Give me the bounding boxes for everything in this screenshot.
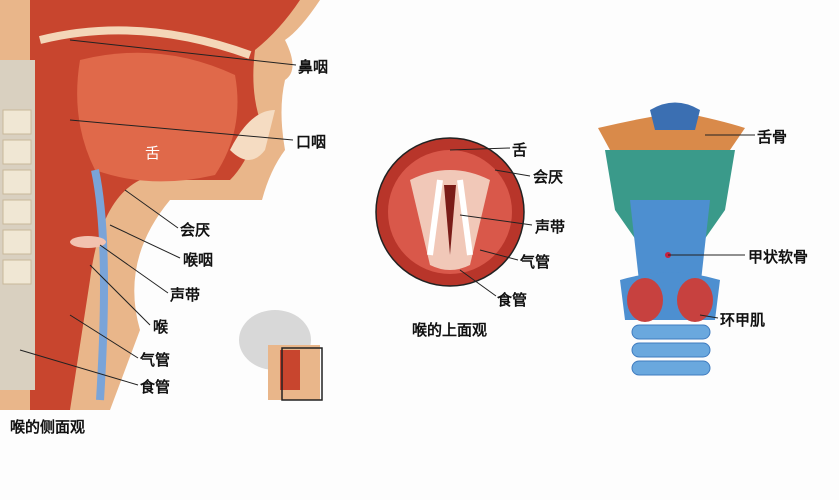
label-esophagus: 食管 xyxy=(140,378,171,396)
label-thyroid-cartilage: 甲状软骨 xyxy=(748,248,809,266)
top-label-tongue: 舌 xyxy=(512,141,528,159)
label-nasopharynx: 鼻咽 xyxy=(298,58,329,76)
side-view-caption: 喉的侧面观 xyxy=(10,418,86,436)
label-trachea: 气管 xyxy=(140,351,171,369)
front-view-illustration xyxy=(598,102,755,376)
label-epiglottis: 会厌 xyxy=(180,221,211,239)
label-cricothyroid: 环甲肌 xyxy=(720,311,766,329)
label-vocal-cords: 声带 xyxy=(170,286,201,304)
label-tongue: 舌 xyxy=(145,144,161,162)
top-label-epiglottis: 会厌 xyxy=(533,168,564,186)
label-hyoid: 舌骨 xyxy=(757,128,788,146)
side-view-illustration xyxy=(0,0,323,410)
top-view-caption: 喉的上面观 xyxy=(412,321,488,339)
head-inset xyxy=(239,310,323,401)
label-oropharynx: 口咽 xyxy=(296,133,327,151)
label-larynx: 喉 xyxy=(153,318,169,336)
top-view-illustration xyxy=(375,137,533,297)
top-label-esophagus: 食管 xyxy=(497,291,528,309)
top-label-vocal-cords: 声带 xyxy=(535,218,566,236)
label-laryngopharynx: 喉咽 xyxy=(183,251,214,269)
top-label-trachea: 气管 xyxy=(520,253,551,271)
